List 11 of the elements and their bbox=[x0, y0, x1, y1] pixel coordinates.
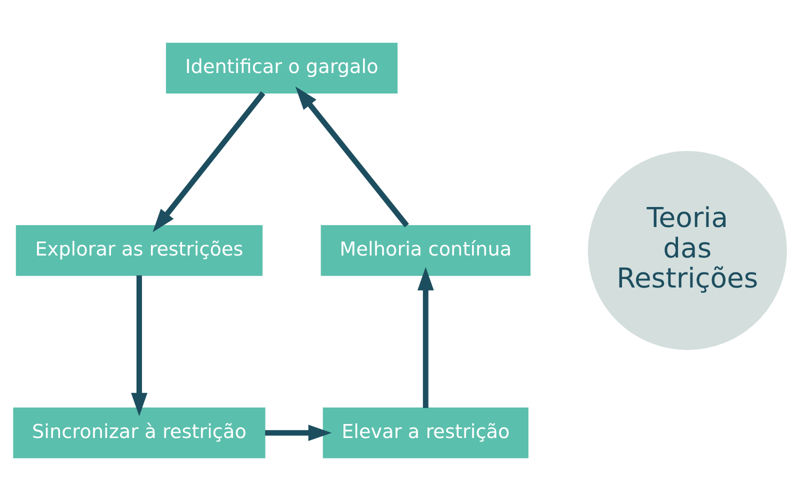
node-box: Melhoria contínua bbox=[320, 224, 530, 276]
node-box: Explorar as restrições bbox=[16, 224, 263, 276]
arrow bbox=[295, 86, 409, 227]
arrow bbox=[152, 90, 266, 232]
arrow bbox=[131, 274, 148, 416]
node-box: Elevar a restrição bbox=[322, 407, 528, 458]
arrow bbox=[417, 266, 434, 408]
node-box: Identificar o gargalo bbox=[166, 42, 398, 93]
arrow bbox=[265, 424, 332, 441]
node-box: Sincronizar à restrição bbox=[13, 407, 266, 458]
node-circle: Teoria das Restrições bbox=[588, 150, 787, 350]
